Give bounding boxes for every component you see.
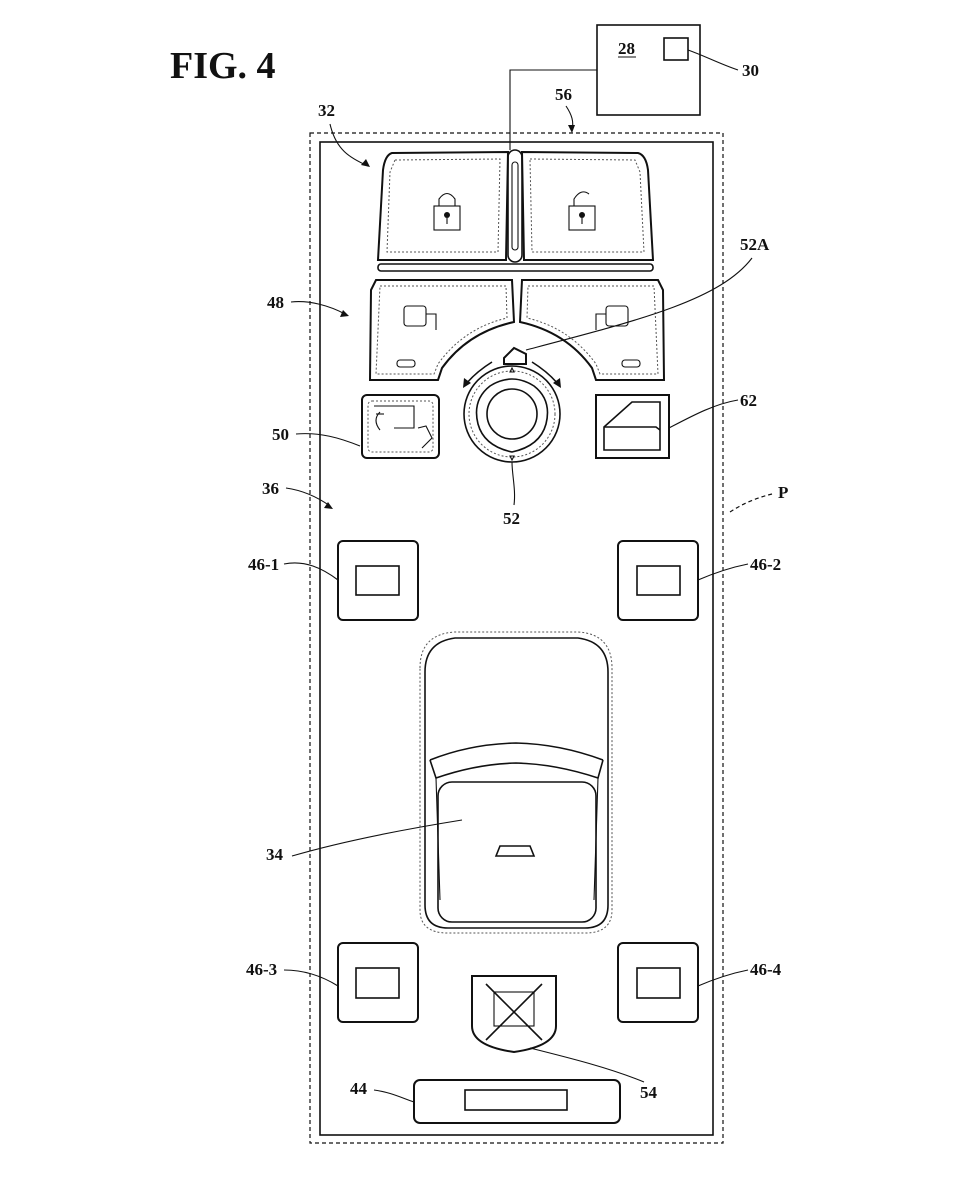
label-50: 50 bbox=[272, 425, 289, 444]
label-32: 32 bbox=[318, 101, 335, 120]
window-switch-rear-left[interactable] bbox=[337, 942, 419, 1023]
window-switch-rear-right[interactable] bbox=[617, 942, 699, 1023]
label-36: 36 bbox=[262, 479, 279, 498]
crossed-window-icon bbox=[485, 983, 543, 1041]
window-lockout-button[interactable] bbox=[595, 394, 670, 459]
label-46-2: 46-2 bbox=[750, 555, 781, 574]
label-30: 30 bbox=[742, 61, 759, 80]
figure-title: FIG. 4 bbox=[170, 45, 276, 87]
window-switch-front-right[interactable] bbox=[617, 540, 699, 621]
mirror-fold-icon bbox=[374, 405, 433, 449]
label-34: 34 bbox=[266, 845, 284, 864]
window-icon bbox=[603, 401, 661, 451]
mirror-left-icon bbox=[396, 305, 437, 368]
left-mirror-button[interactable] bbox=[368, 279, 516, 381]
lock-button-base bbox=[377, 263, 654, 272]
memory-seat-button[interactable] bbox=[413, 1079, 621, 1124]
label-p: P bbox=[778, 483, 788, 502]
label-62: 62 bbox=[740, 391, 757, 410]
lock-divider-sensor bbox=[507, 149, 523, 263]
label-46-4: 46-4 bbox=[750, 960, 782, 979]
perimeter-p bbox=[309, 132, 724, 1144]
window-switch-front-left[interactable] bbox=[337, 540, 419, 621]
label-28: 28 bbox=[618, 39, 635, 58]
label-44: 44 bbox=[350, 1079, 368, 1098]
label-48: 48 bbox=[267, 293, 284, 312]
lock-button[interactable] bbox=[376, 150, 510, 261]
window-disable-button[interactable] bbox=[471, 975, 557, 1054]
label-54: 54 bbox=[640, 1083, 658, 1102]
right-mirror-button[interactable] bbox=[518, 279, 666, 381]
label-52a: 52A bbox=[740, 235, 770, 254]
label-46-1: 46-1 bbox=[248, 555, 279, 574]
door-handle[interactable] bbox=[419, 631, 613, 934]
control-wire bbox=[509, 69, 597, 150]
lock-closed-icon bbox=[433, 192, 461, 231]
door-panel bbox=[319, 141, 714, 1136]
controller-box: 28 30 bbox=[596, 24, 759, 116]
mirror-joystick[interactable] bbox=[463, 365, 561, 463]
fold-mirror-button[interactable] bbox=[361, 394, 440, 459]
lock-open-icon bbox=[568, 191, 596, 231]
label-56: 56 bbox=[555, 85, 572, 104]
label-52: 52 bbox=[503, 509, 520, 528]
label-46-3: 46-3 bbox=[246, 960, 277, 979]
unlock-button[interactable] bbox=[520, 150, 655, 261]
joystick-knob-52a[interactable] bbox=[503, 346, 527, 365]
